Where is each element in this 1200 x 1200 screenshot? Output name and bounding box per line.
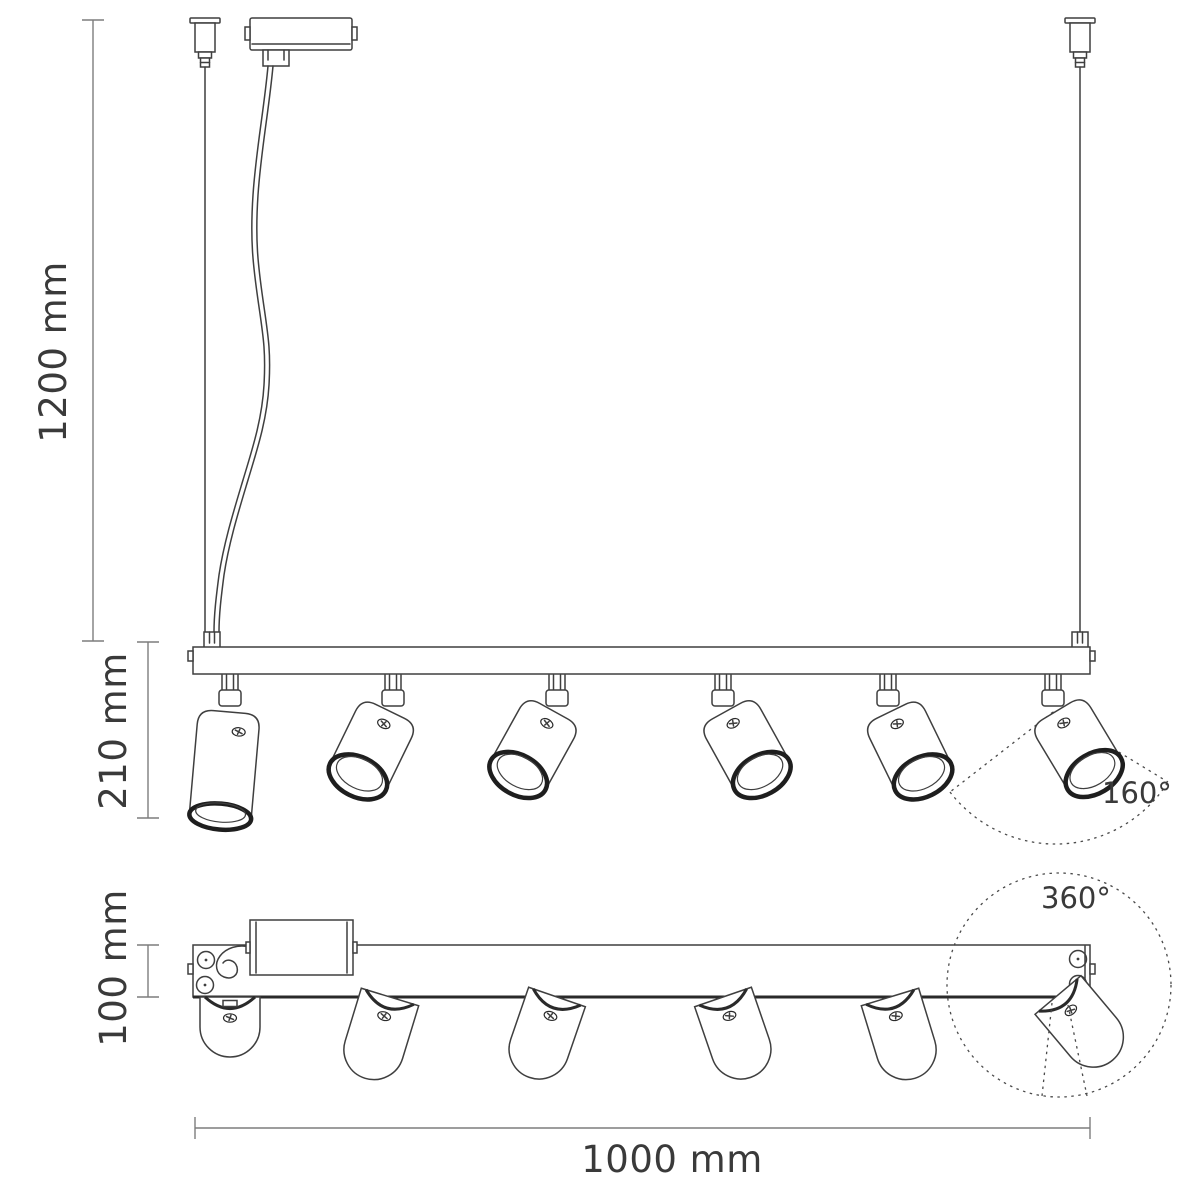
spot-height-label: 210 mm	[92, 652, 135, 809]
bar-length-label: 1000 mm	[581, 1138, 763, 1181]
bar-front-view	[187, 646, 1096, 675]
bar-height-label: 100 mm	[92, 889, 135, 1046]
spotlight-2-front	[321, 674, 417, 808]
rotation-wedge	[1041, 1002, 1088, 1097]
dimension-bar-height: 100 mm	[92, 889, 159, 1047]
dimension-spot-height: 210 mm	[92, 641, 159, 819]
top-view: 360°	[187, 872, 1172, 1098]
ceiling-grip-right	[1064, 17, 1096, 68]
spotlight-4-top	[695, 987, 779, 1087]
rotation-angle-label: 360°	[1041, 881, 1111, 915]
ceiling-grip-left	[189, 17, 221, 68]
spotlight-5-top	[861, 988, 943, 1087]
dimension-total-height: 1200 mm	[32, 19, 104, 642]
spotlight-1-front	[188, 674, 260, 832]
driver-box	[245, 919, 358, 976]
spotlight-3-front	[481, 674, 580, 807]
canopy-box	[244, 17, 358, 67]
cable-fitting-right	[1071, 631, 1089, 649]
front-view: 160°	[187, 17, 1172, 845]
total-height-label: 1200 mm	[32, 261, 75, 443]
tilt-angle-label: 160°	[1102, 776, 1172, 810]
spotlight-2-top	[336, 988, 418, 1087]
dimension-bar-length: 1000 mm	[194, 1117, 1091, 1181]
spotlight-4-front	[699, 674, 798, 807]
cable-fitting-left	[203, 631, 221, 649]
spotlight-1-top	[200, 997, 260, 1057]
spotlight-5-front	[863, 674, 959, 808]
spotlight-3-top	[501, 987, 585, 1087]
rotation-range-circle	[946, 872, 1172, 1098]
power-cord	[213, 65, 274, 633]
cable-loop	[215, 945, 251, 979]
